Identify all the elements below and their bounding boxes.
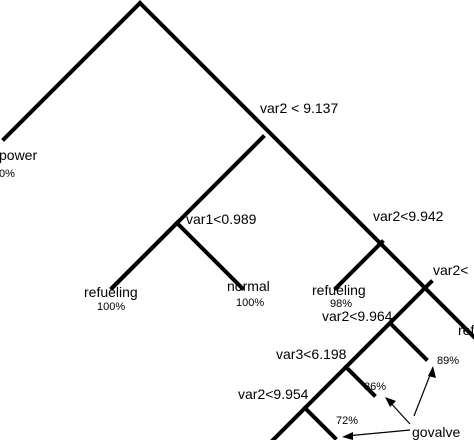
pct-89: 89% — [437, 355, 459, 367]
branch-954-right — [302, 405, 338, 440]
arrowhead-86 — [385, 397, 396, 407]
leaf-normal-label: normal — [227, 278, 270, 294]
leaf-normal-pct: 100% — [236, 297, 264, 309]
pct-72: 72% — [336, 415, 358, 427]
branch-964-right — [387, 320, 429, 362]
branch-root-right — [137, 0, 474, 340]
branch-root-left — [1, 0, 143, 142]
arrowhead-72 — [342, 432, 353, 440]
split-label-var2-right: var2< — [433, 262, 468, 278]
split-label-var2-954: var2<9.954 — [238, 386, 309, 402]
leaf-refueling-2-pct: 98% — [330, 298, 352, 310]
leaf-power-label: power — [0, 147, 37, 163]
branch-var1-split-left — [110, 220, 180, 290]
leaf-refueling-2-label: refueling — [312, 282, 366, 298]
branch-var1-split-right — [174, 220, 245, 291]
split-label-root: var2 < 9.137 — [260, 100, 338, 116]
split-label-var1: var1<0.989 — [186, 211, 257, 227]
annotation-govalve: govalve — [412, 424, 460, 440]
leaf-refueling-1-label: refueling — [84, 284, 138, 300]
pct-86: 86% — [364, 381, 386, 393]
arrowhead-89 — [428, 366, 436, 378]
leaf-power-pct: 0% — [0, 168, 15, 180]
branch-6198-right — [343, 364, 377, 398]
split-label-var2-964: var2<9.964 — [322, 308, 393, 324]
leaf-right-partial: ref — [458, 322, 474, 338]
arrow-to-72 — [345, 429, 411, 437]
branch-lower-diagonal — [270, 279, 434, 440]
leaf-refueling-1-pct: 100% — [97, 301, 125, 313]
arrow-to-89 — [413, 369, 433, 417]
split-label-var3: var3<6.198 — [276, 346, 347, 362]
split-label-var2-9942: var2<9.942 — [373, 208, 444, 224]
branch-var2-9942-left — [333, 239, 385, 291]
arrow-heads — [342, 366, 436, 440]
